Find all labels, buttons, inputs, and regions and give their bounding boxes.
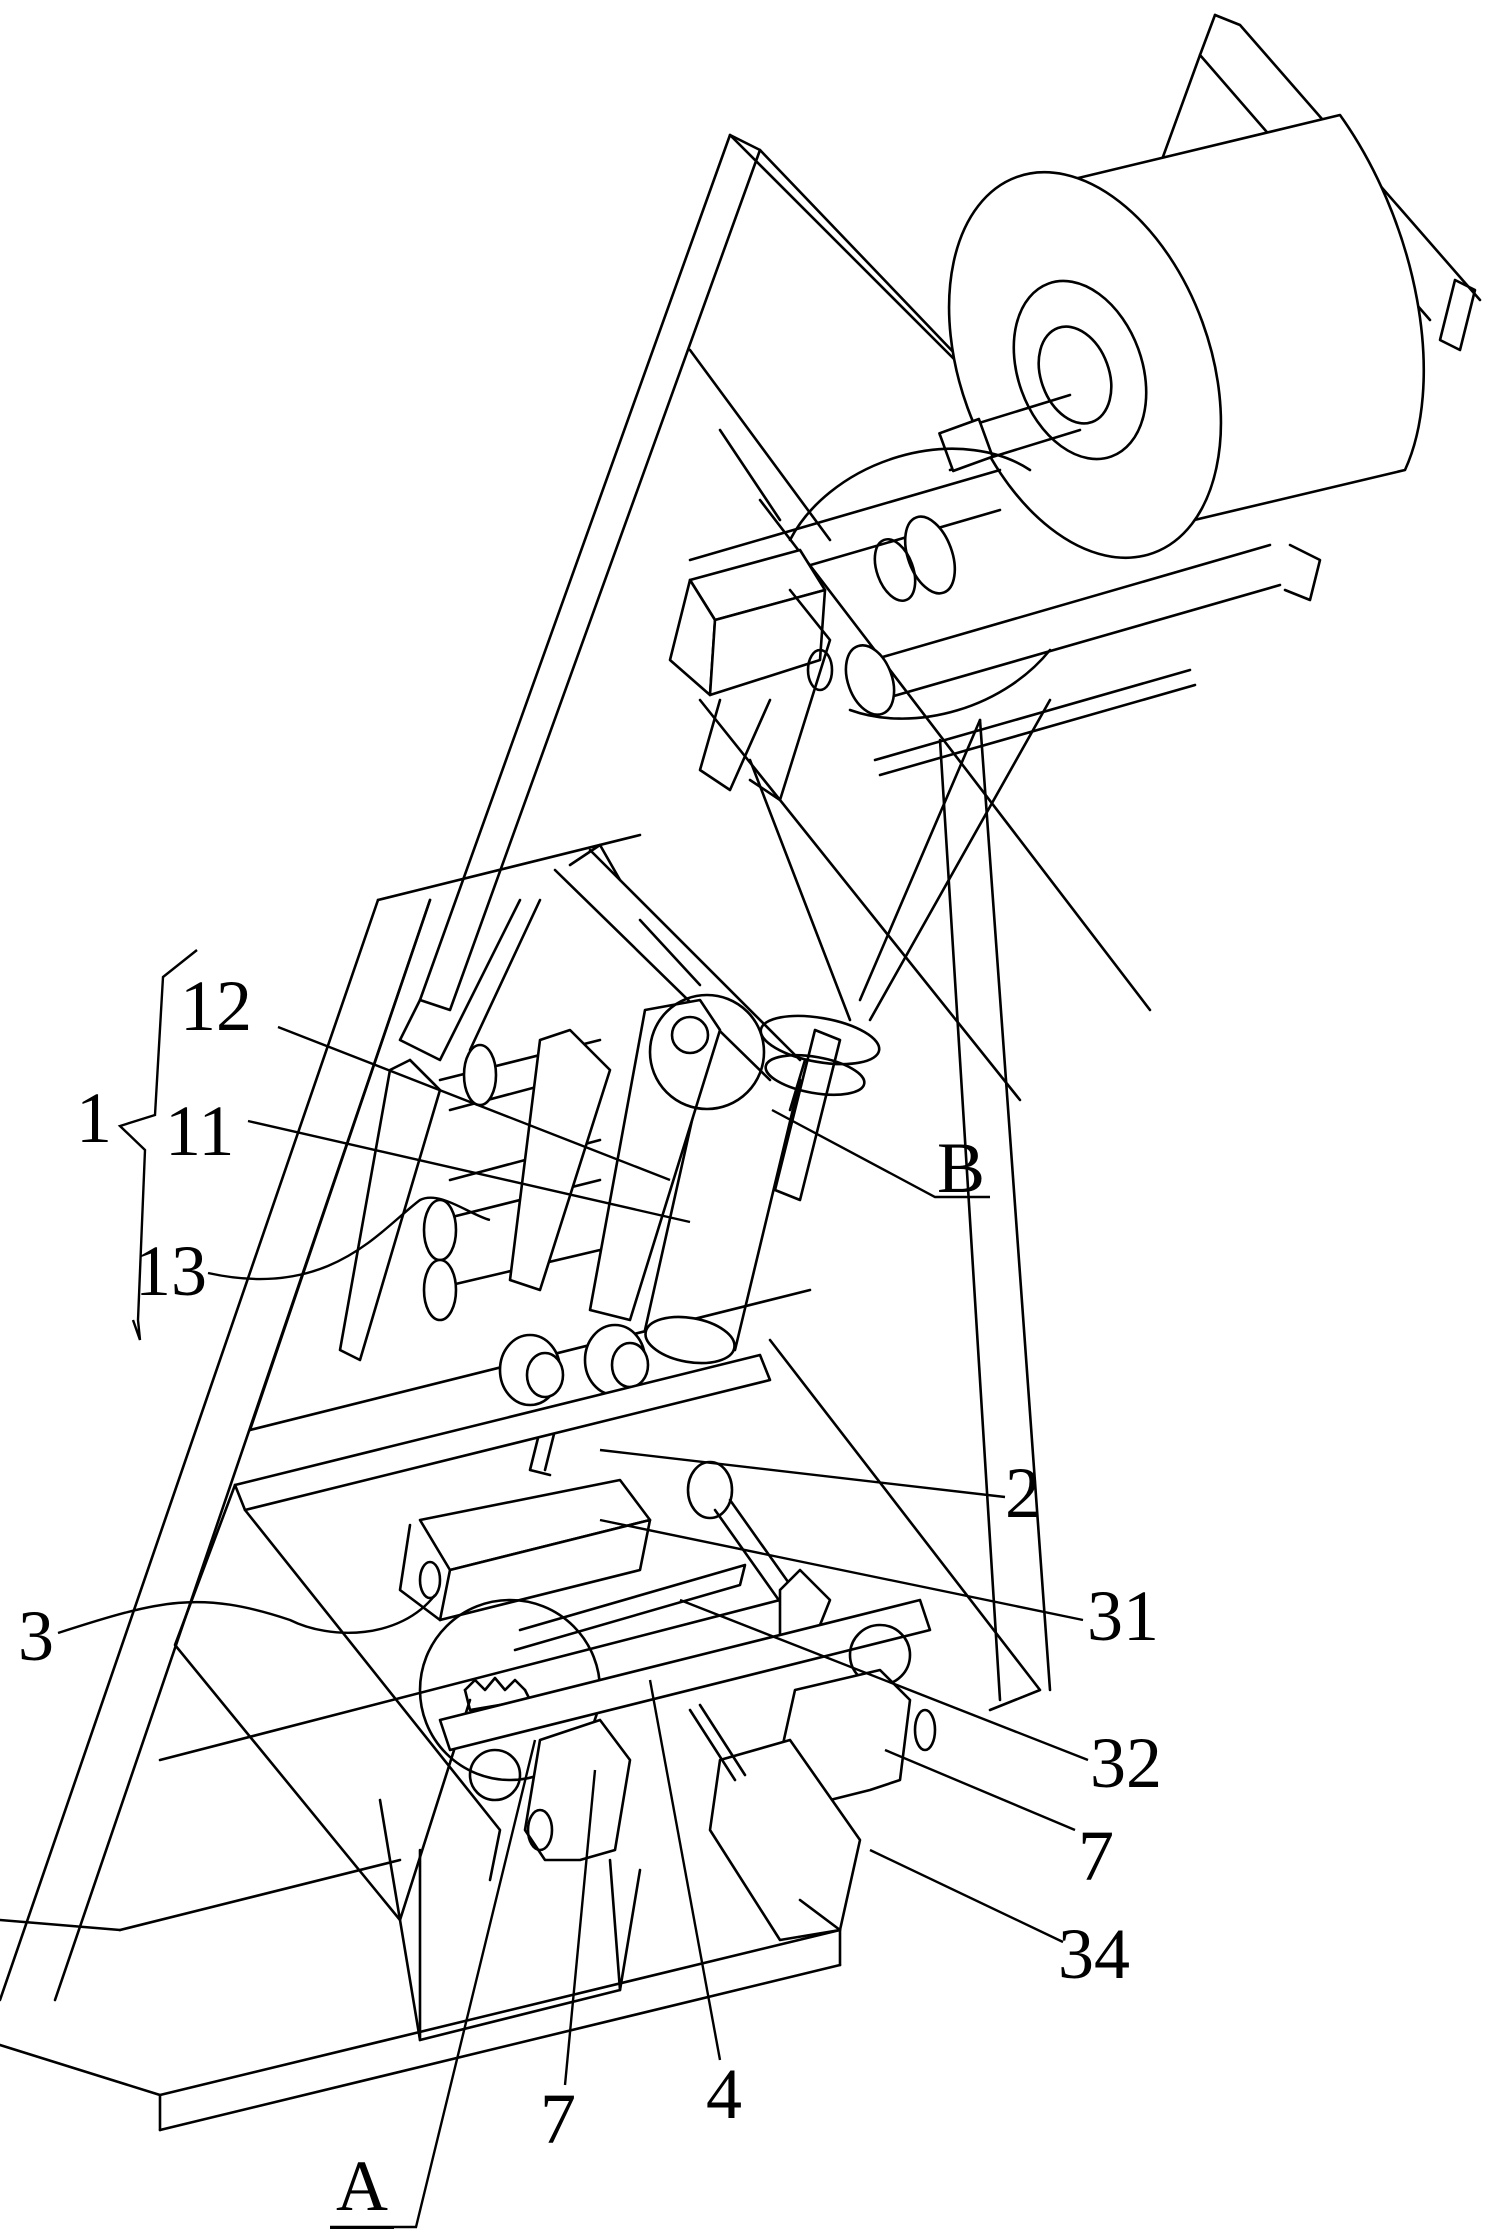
tension-block xyxy=(668,548,834,802)
leader-7-bottom xyxy=(563,1769,597,2086)
leader-lines xyxy=(57,949,1089,2229)
leader-b xyxy=(771,1108,990,1199)
cutting-mechanism xyxy=(173,1353,937,2042)
label-34: 34 xyxy=(1058,1914,1130,1994)
leader-2 xyxy=(599,1448,1006,1499)
leader-32 xyxy=(679,1598,1089,1762)
label-11: 11 xyxy=(165,1091,235,1171)
label-31: 31 xyxy=(1087,1576,1159,1656)
label-13: 13 xyxy=(135,1231,207,1311)
label-group-1: 1 xyxy=(76,1078,112,1158)
label-a: A xyxy=(330,2150,394,2229)
leader-31 xyxy=(599,1518,1084,1622)
label-4: 4 xyxy=(706,2054,742,2134)
label-12: 12 xyxy=(180,966,252,1046)
leader-7-right xyxy=(884,1748,1076,1832)
label-b: B xyxy=(937,1128,986,1208)
label-2: 2 xyxy=(1005,1453,1041,1533)
group-1-brace xyxy=(117,949,198,1341)
film-roll xyxy=(938,113,1477,602)
detail-circle-b xyxy=(648,993,766,1111)
leader-4 xyxy=(648,1679,722,2061)
label-32: 32 xyxy=(1090,1723,1162,1803)
leader-11 xyxy=(247,1119,691,1224)
base-block xyxy=(0,1898,842,2132)
label-7-bottom: 7 xyxy=(540,2079,576,2159)
label-3: 3 xyxy=(18,1596,54,1676)
leader-13 xyxy=(207,1196,491,1281)
feed-rollers xyxy=(498,1323,650,1477)
leader-34 xyxy=(869,1848,1064,1944)
label-7-right: 7 xyxy=(1078,1816,1114,1896)
forming-cone xyxy=(553,698,1052,1097)
leader-3 xyxy=(57,1594,436,1635)
vertical-sealing-assembly xyxy=(338,993,842,1362)
leader-12 xyxy=(277,1025,671,1182)
guide-rollers xyxy=(688,447,1282,777)
